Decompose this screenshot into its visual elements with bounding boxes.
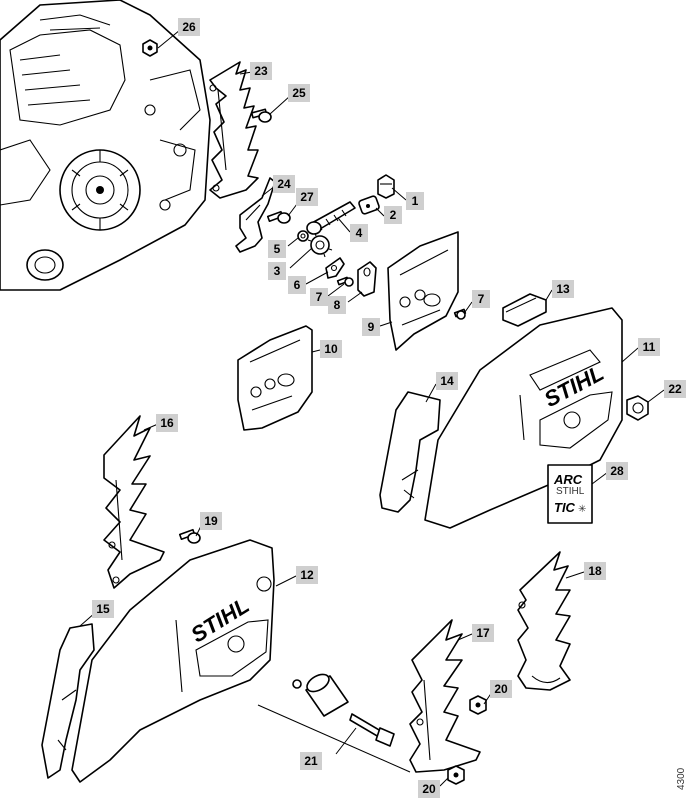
pad-13 [502, 293, 547, 327]
plate-6 [325, 257, 345, 279]
callout-8: 8 [328, 296, 346, 314]
callout-25: 25 [288, 84, 310, 102]
svg-text:16: 16 [160, 416, 174, 430]
callout-17: 17 [472, 624, 494, 642]
nut-22 [626, 395, 649, 421]
callout-6: 6 [288, 276, 306, 294]
callout-24: 24 [273, 175, 295, 193]
deflector-14 [379, 391, 441, 513]
callout-2: 2 [384, 206, 402, 224]
callout-11: 11 [638, 338, 660, 356]
svg-text:1: 1 [412, 194, 419, 208]
svg-text:23: 23 [254, 64, 268, 78]
bumper-spike-23 [209, 61, 259, 199]
callout-22: 22 [664, 380, 686, 398]
callout-5: 5 [268, 240, 286, 258]
callout-18: 18 [584, 562, 606, 580]
bumper-spike-16 [103, 415, 165, 589]
screw-25 [250, 108, 272, 123]
callout-16: 16 [156, 414, 178, 432]
svg-text:11: 11 [643, 340, 656, 354]
svg-text:24: 24 [277, 177, 291, 191]
svg-text:14: 14 [440, 374, 454, 388]
svg-text:25: 25 [292, 86, 306, 100]
nut-26 [142, 39, 158, 57]
svg-text:7: 7 [478, 292, 485, 306]
callout-20b: 20 [418, 780, 440, 798]
svg-text:10: 10 [324, 342, 338, 356]
nut-20b [447, 765, 465, 785]
callout-7b: 7 [472, 290, 490, 308]
callout-19: 19 [200, 512, 222, 530]
svg-text:17: 17 [476, 626, 490, 640]
sprocket-cover-12: STIHL [71, 539, 275, 783]
adjusting-screw-4 [306, 201, 356, 235]
sticker-arc: ARC [553, 472, 583, 487]
nut-20a [469, 695, 487, 715]
washer-5 [297, 230, 309, 242]
svg-text:12: 12 [300, 568, 314, 582]
callout-7a: 7 [310, 288, 328, 306]
callout-1: 1 [406, 192, 424, 210]
svg-text:8: 8 [334, 298, 341, 312]
svg-text:7: 7 [316, 290, 323, 304]
svg-text:15: 15 [96, 602, 110, 616]
callout-15: 15 [92, 600, 114, 618]
svg-text:13: 13 [556, 282, 570, 296]
sticker-tic: TIC [554, 500, 576, 515]
callout-12: 12 [296, 566, 318, 584]
screw-7b [453, 308, 467, 320]
slide-2 [358, 195, 380, 215]
callout-3: 3 [268, 262, 286, 280]
nut-8 [357, 261, 377, 297]
screw-7a [336, 276, 354, 287]
callout-13: 13 [552, 280, 574, 298]
svg-text:18: 18 [588, 564, 602, 578]
callout-26: 26 [178, 18, 200, 36]
callout-14: 14 [436, 372, 458, 390]
svg-text:21: 21 [304, 754, 318, 768]
svg-text:3: 3 [274, 264, 281, 278]
callout-9: 9 [362, 318, 380, 336]
bracket-24 [235, 177, 276, 253]
sticker-stihl: STIHL [556, 486, 585, 497]
svg-text:26: 26 [182, 20, 196, 34]
callout-4: 4 [350, 224, 368, 242]
bumper-spike-18 [517, 551, 571, 691]
svg-text:6: 6 [294, 278, 301, 292]
svg-text:4: 4 [356, 226, 363, 240]
svg-text:2: 2 [390, 208, 397, 222]
deflector-15 [41, 623, 95, 779]
svg-text:27: 27 [300, 190, 314, 204]
screw-27 [266, 210, 291, 224]
snowflake-icon: ✳ [578, 504, 586, 515]
svg-text:5: 5 [274, 242, 281, 256]
callout-10: 10 [320, 340, 342, 358]
svg-text:20: 20 [422, 782, 436, 796]
bumper-spike-17 [409, 619, 481, 773]
drawing-id: 4300 [676, 767, 687, 790]
svg-text:9: 9 [368, 320, 375, 334]
clip-1 [377, 174, 395, 199]
engine-housing [0, 0, 211, 291]
svg-text:20: 20 [494, 682, 508, 696]
screw-19 [178, 528, 201, 544]
bolt-assembly-21 [257, 673, 411, 773]
gear-3 [307, 232, 333, 258]
callout-23: 23 [250, 62, 272, 80]
callout-20a: 20 [490, 680, 512, 698]
callout-28: 28 [606, 462, 628, 480]
callout-21: 21 [300, 752, 322, 770]
callout-27: 27 [296, 188, 318, 206]
side-plate-10 [237, 325, 313, 431]
svg-text:28: 28 [610, 464, 624, 478]
side-plate-9 [387, 231, 459, 351]
svg-text:19: 19 [204, 514, 218, 528]
arctic-sticker-28: ARC STIHL TIC ✳ [547, 464, 593, 524]
svg-text:22: 22 [668, 382, 682, 396]
